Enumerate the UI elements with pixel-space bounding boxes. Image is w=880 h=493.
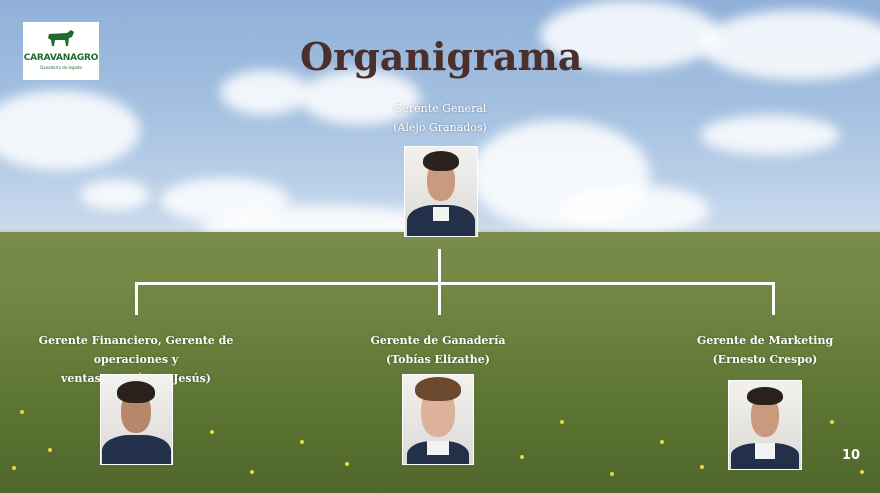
cloud <box>700 115 840 155</box>
flower <box>520 455 524 459</box>
cloud <box>220 70 310 115</box>
flower <box>860 470 864 474</box>
logo-name: CARAVANAGRO <box>23 53 99 63</box>
flower <box>300 440 304 444</box>
cloud <box>700 10 880 80</box>
child-2-photo <box>402 374 474 465</box>
page-number: 10 <box>842 448 861 463</box>
cow-icon <box>48 30 74 46</box>
flower <box>12 466 16 470</box>
root-photo <box>404 146 478 237</box>
flower <box>20 410 24 414</box>
flower <box>48 448 52 452</box>
flower <box>610 472 614 476</box>
child-2-label: Gerente de Ganadería (Tobías Elizathe) <box>348 331 528 369</box>
connector-right <box>772 282 775 315</box>
flower <box>250 470 254 474</box>
child-2-person: (Tobías Elizathe) <box>386 353 490 366</box>
child-1-photo <box>100 374 173 465</box>
child-1-label: Gerente Financiero, Gerente de operacion… <box>0 331 272 388</box>
cloud <box>0 90 140 170</box>
company-logo: CARAVANAGRO Ganadería de legado <box>23 22 99 80</box>
flower <box>345 462 349 466</box>
child-2-role: Gerente de Ganadería <box>370 334 506 347</box>
child-3-label: Gerente de Marketing (Ernesto Crespo) <box>690 331 840 369</box>
flower <box>830 420 834 424</box>
root-person: (Alejo Granados) <box>393 121 487 134</box>
flower <box>660 440 664 444</box>
flower <box>210 430 214 434</box>
root-role: Gerente General <box>393 102 487 115</box>
cloud <box>560 185 710 235</box>
cloud <box>80 180 150 210</box>
connector-horizontal <box>135 282 775 285</box>
child-3-photo <box>728 380 802 470</box>
logo-tagline: Ganadería de legado <box>40 65 82 70</box>
child-3-person: (Ernesto Crespo) <box>712 353 818 366</box>
page-title: Organigrama <box>300 34 583 79</box>
child-1-role: Gerente Financiero, Gerente de operacion… <box>38 334 234 366</box>
cloud <box>300 70 420 125</box>
flower <box>560 420 564 424</box>
cloud <box>540 0 720 70</box>
flower <box>700 465 704 469</box>
child-3-role: Gerente de Marketing <box>696 334 834 347</box>
root-role-label: Gerente General (Alejo Granados) <box>340 99 540 137</box>
connector-left <box>135 282 138 315</box>
